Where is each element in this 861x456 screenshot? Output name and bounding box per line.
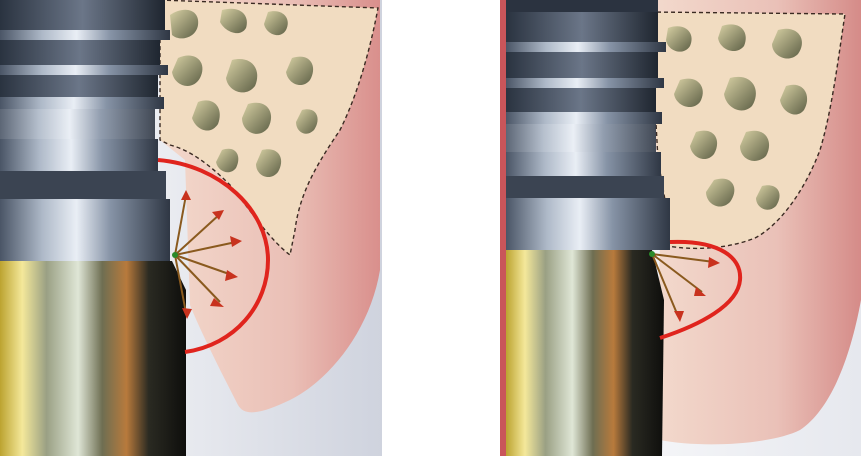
implant-diagram-left	[0, 0, 382, 456]
implant-collar-top	[0, 171, 166, 199]
implant-panel-left	[0, 0, 382, 456]
implant-crown	[0, 261, 186, 456]
stress-origin	[649, 251, 655, 257]
left-edge-strip	[500, 0, 506, 456]
implant-diagram-right	[500, 0, 861, 456]
implant-collar	[506, 198, 670, 250]
implant-threads	[506, 0, 666, 176]
implant-collar-top	[506, 176, 664, 198]
implant-panel-right	[500, 0, 861, 456]
stress-origin	[172, 252, 178, 258]
implant-collar	[0, 199, 170, 261]
implant-threads	[0, 0, 170, 171]
implant-crown	[506, 250, 664, 456]
